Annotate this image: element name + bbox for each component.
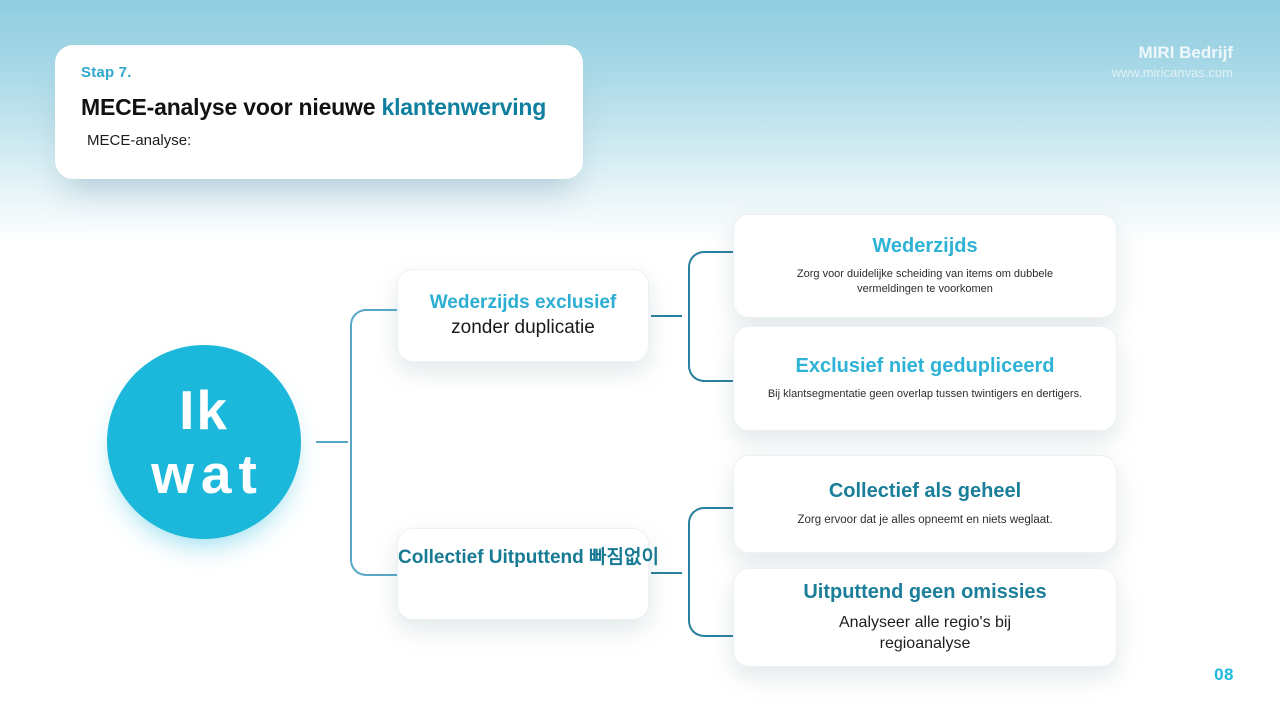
bracket-branch-1-to-leaves — [688, 251, 733, 382]
leaf-title: Exclusief niet gedupliceerd — [795, 354, 1055, 377]
page-title-highlight: klantenwerving — [381, 94, 547, 120]
leaf-node-wederzijds: Wederzijds Zorg voor duidelijke scheidin… — [733, 214, 1117, 318]
page-title: MECE-analyse voor nieuwe klantenwerving — [81, 94, 557, 121]
leaf-description: Zorg voor duidelijke scheiding van items… — [796, 267, 1054, 295]
leaf-title: Uitputtend geen omissies — [803, 581, 1047, 604]
branch-node-collectively-exhaustive: Collectief Uitputtend 빠짐없이 — [397, 528, 659, 620]
connector-root — [316, 441, 348, 443]
root-label-line2: wat — [151, 443, 264, 505]
leaf-node-exclusief-niet-gedupliceerd: Exclusief niet gedupliceerd Bij klantseg… — [733, 326, 1117, 431]
leaf-title: Collectief als geheel — [828, 479, 1022, 502]
page-subtitle: MECE-analyse: — [87, 132, 192, 149]
page-title-prefix: MECE-analyse voor nieuwe — [81, 94, 382, 120]
header-card: Stap 7. MECE-analyse voor nieuwe klanten… — [55, 45, 583, 179]
leaf-title: Wederzijds — [872, 234, 978, 257]
page-number: 08 — [1214, 665, 1234, 684]
leaf-node-uitputtend-geen-omissies: Uitputtend geen omissies Analyseer alle … — [733, 568, 1117, 667]
branch-title: Wederzijds exclusief — [429, 292, 617, 313]
brand-block: MIRI Bedrijf www.miricanvas.com — [1112, 43, 1233, 80]
leaf-node-collectief-als-geheel: Collectief als geheel Zorg ervoor dat je… — [733, 455, 1117, 553]
connector-branch-1 — [651, 315, 682, 317]
branch-title: Collectief Uitputtend 빠짐없이 — [398, 547, 659, 568]
leaf-description: Analyseer alle regio's bij regioanalyse — [838, 614, 1012, 652]
root-node: Ik wat — [107, 345, 301, 539]
step-label: Stap 7. — [81, 64, 132, 81]
bracket-branch-2-to-leaves — [688, 507, 733, 637]
root-label-line1: Ik — [179, 378, 229, 441]
brand-name: MIRI Bedrijf — [1138, 43, 1233, 62]
branch-subtitle: zonder duplicatie — [451, 317, 595, 338]
leaf-description: Bij klantsegmentatie geen overlap tussen… — [767, 387, 1083, 400]
bracket-root-to-branches — [350, 309, 398, 576]
brand-url: www.miricanvas.com — [1111, 65, 1233, 80]
branch-node-mutually-exclusive: Wederzijds exclusief zonder duplicatie — [397, 269, 649, 362]
leaf-description: Zorg ervoor dat je alles opneemt en niet… — [797, 513, 1053, 526]
connector-branch-2 — [651, 572, 682, 574]
